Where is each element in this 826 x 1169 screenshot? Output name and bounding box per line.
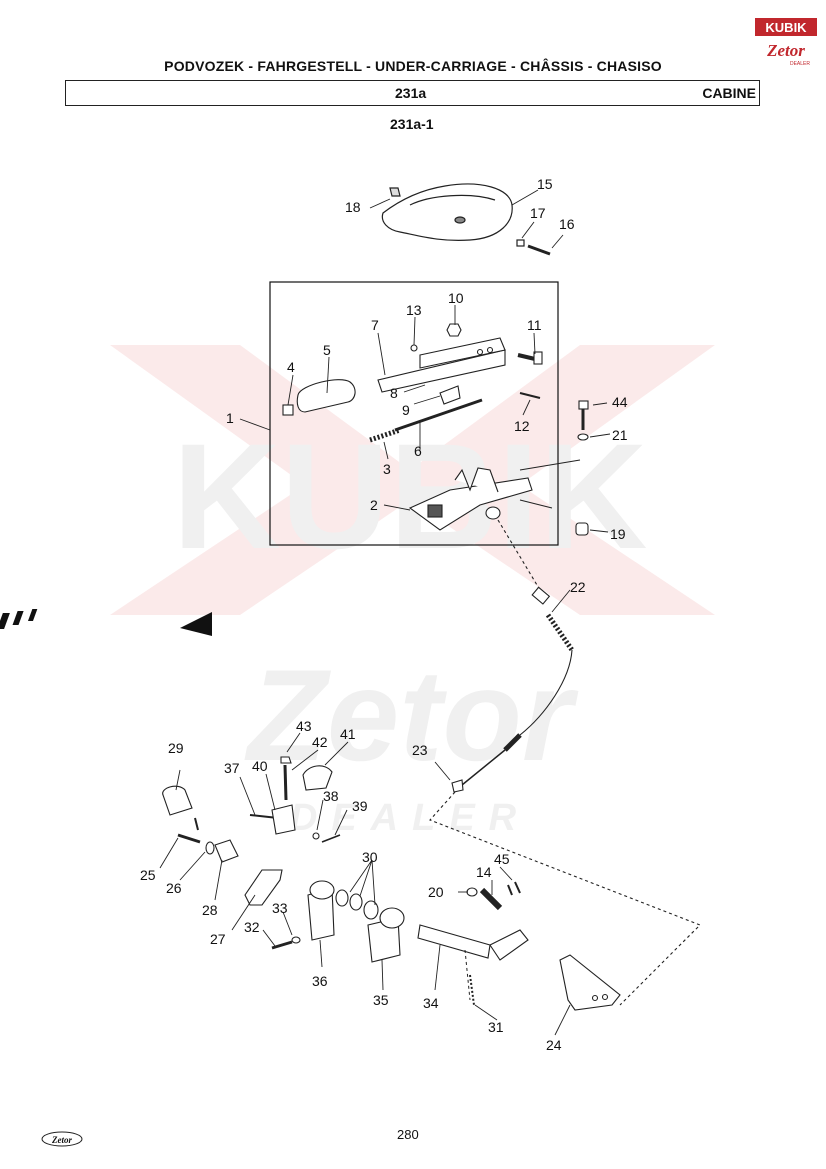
- callout-18: 18: [345, 199, 361, 215]
- watermark-dealer: DEALER: [290, 797, 530, 839]
- section-name: CABINE: [702, 85, 756, 101]
- fastener-parts-right: [575, 400, 589, 536]
- lower-linkage: [162, 756, 621, 1011]
- callout-27: 27: [210, 931, 226, 947]
- callout-32: 32: [244, 919, 260, 935]
- callout-43: 43: [296, 718, 312, 734]
- callout-22: 22: [570, 579, 586, 595]
- callout-31: 31: [488, 1019, 504, 1035]
- callout-33: 33: [272, 900, 288, 916]
- callout-40: 40: [252, 758, 268, 774]
- callout-5: 5: [323, 342, 331, 358]
- callout-30: 30: [362, 849, 378, 865]
- callout-23: 23: [412, 742, 428, 758]
- callout-4: 4: [287, 359, 295, 375]
- assembly-frame: [269, 281, 559, 546]
- section-header-box: [65, 80, 760, 106]
- svg-text:Zetor: Zetor: [51, 1135, 72, 1145]
- callout-14: 14: [476, 864, 492, 880]
- callout-10: 10: [448, 290, 464, 306]
- callout-38: 38: [323, 788, 339, 804]
- callout-labels: 1 2 3 4 5 6 7 8 9 10 11 12 13 14 15 16 1…: [140, 176, 628, 1053]
- page-title: PODVOZEK - FAHRGESTELL - UNDER-CARRIAGE …: [164, 58, 662, 74]
- callout-28: 28: [202, 902, 218, 918]
- footer-zetor-logo: Zetor: [41, 1131, 83, 1147]
- callout-26: 26: [166, 880, 182, 896]
- callout-12: 12: [514, 418, 530, 434]
- callout-19: 19: [610, 526, 626, 542]
- callout-11: 11: [527, 317, 542, 333]
- lever-assembly: [282, 323, 581, 531]
- callout-37: 37: [224, 760, 240, 776]
- page-number: 280: [397, 1127, 419, 1142]
- callout-21: 21: [612, 427, 628, 443]
- direction-arrow: [0, 609, 212, 636]
- watermark-brand: KUBIK: [173, 412, 648, 580]
- shift-cable: [429, 519, 701, 1006]
- callout-39: 39: [352, 798, 368, 814]
- kubik-zetor-logo: KUBIK Zetor DEALER: [755, 18, 817, 67]
- callout-3: 3: [383, 461, 391, 477]
- leader-lines: [159, 189, 611, 1036]
- gear-lever-boot: [381, 183, 551, 256]
- callout-1: 1: [226, 410, 234, 426]
- callout-9: 9: [402, 402, 410, 418]
- figure-code: 231a-1: [390, 116, 434, 132]
- svg-text:Zetor: Zetor: [766, 41, 805, 60]
- callout-36: 36: [312, 973, 328, 989]
- svg-text:KUBIK: KUBIK: [765, 20, 807, 35]
- callout-6: 6: [414, 443, 422, 459]
- callout-8: 8: [390, 385, 398, 401]
- watermark-zetor: Zetor: [244, 642, 579, 788]
- callout-45: 45: [494, 851, 510, 867]
- watermark: KUBIK Zetor DEALER: [110, 345, 715, 839]
- callout-20: 20: [428, 884, 444, 900]
- callout-16: 16: [559, 216, 575, 232]
- section-code: 231a: [395, 85, 427, 101]
- callout-17: 17: [530, 205, 546, 221]
- callout-41: 41: [340, 726, 356, 742]
- callout-15: 15: [537, 176, 553, 192]
- callout-44: 44: [612, 394, 628, 410]
- callout-29: 29: [168, 740, 184, 756]
- callout-7: 7: [371, 317, 379, 333]
- callout-25: 25: [140, 867, 156, 883]
- callout-13: 13: [406, 302, 422, 318]
- callout-34: 34: [423, 995, 439, 1011]
- svg-text:DEALER: DEALER: [790, 61, 810, 67]
- callout-24: 24: [546, 1037, 562, 1053]
- callout-35: 35: [373, 992, 389, 1008]
- callout-2: 2: [370, 497, 378, 513]
- callout-42: 42: [312, 734, 328, 750]
